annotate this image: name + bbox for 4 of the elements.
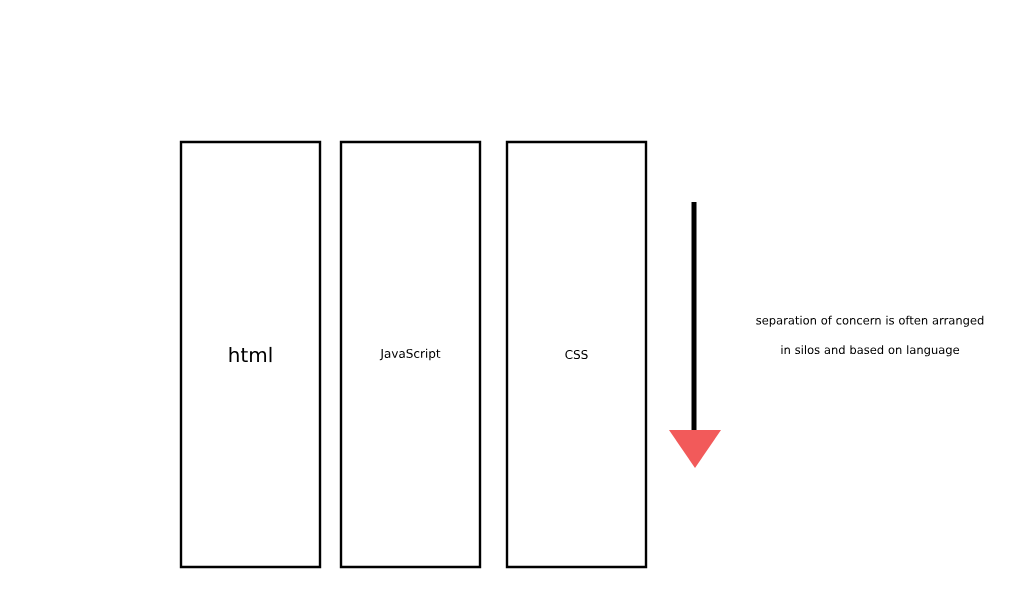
column-box: JavaScript bbox=[339, 140, 482, 569]
note-text: separation of concern is often arranged in silos and based on language bbox=[756, 315, 984, 357]
column-box: html bbox=[179, 140, 322, 569]
column-box: CSS bbox=[505, 140, 648, 569]
